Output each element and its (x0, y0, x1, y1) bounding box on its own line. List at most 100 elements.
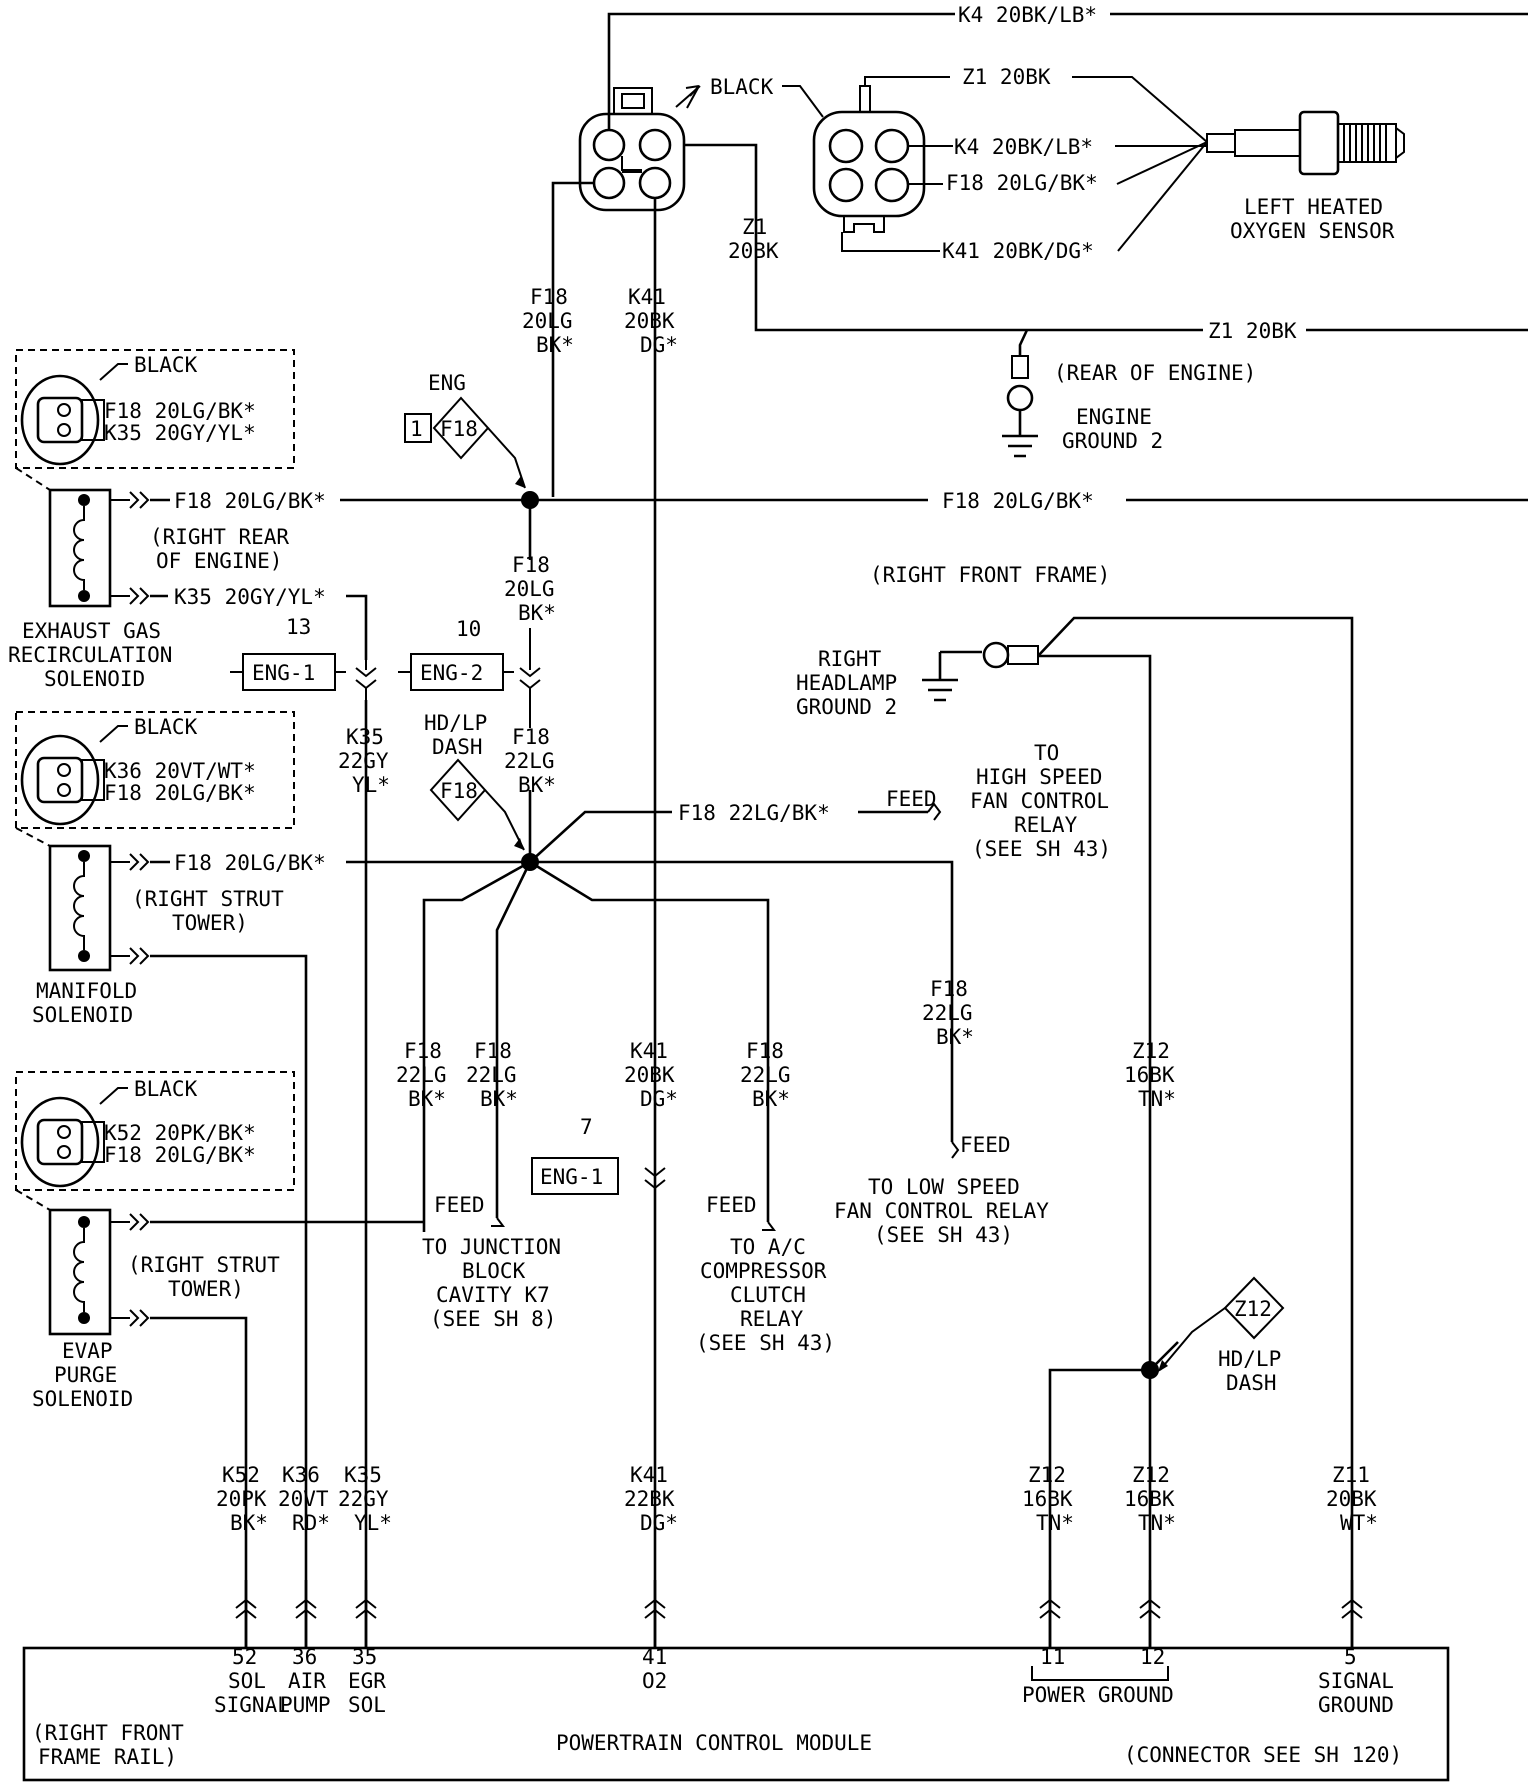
low-label-1: TO LOW SPEED (868, 1175, 1020, 1199)
f18-a-3: BK* (408, 1087, 446, 1111)
pin-5: 5 (1344, 1645, 1357, 1669)
pin-12: 12 (1140, 1645, 1165, 1669)
k41-vertical-3: DG* (640, 333, 678, 357)
f18-mid-1: F18 (512, 553, 550, 577)
k41-vertical-1: K41 (628, 285, 666, 309)
evap-pin1: K52 20PK/BK* (104, 1121, 256, 1145)
sensor-name-1: LEFT HEATED (1244, 195, 1383, 219)
pin-5-desc-2: GROUND (1318, 1693, 1394, 1717)
egr-black-label: BLACK (134, 353, 198, 377)
k52-label-1: K52 (222, 1463, 260, 1487)
k41-lower-2: 20BK (624, 1063, 675, 1087)
feed-label-jb: FEED (434, 1193, 485, 1217)
evap-loc-2: TOWER) (168, 1277, 244, 1301)
f18-pin-label: F18 20LG/BK* (946, 171, 1098, 195)
evap-name-2: PURGE (54, 1363, 117, 1387)
power-ground-label: POWER GROUND (1022, 1683, 1174, 1707)
eng1-connector-7 (531, 1157, 666, 1195)
z12b-label-2: 16BK (1124, 1487, 1175, 1511)
engine-ground-label-2: GROUND 2 (1062, 429, 1163, 453)
egr-connector-box (15, 349, 295, 469)
evap-name-3: SOLENOID (32, 1387, 133, 1411)
ac-label-2: COMPRESSOR (700, 1259, 827, 1283)
z12-label-3: TN* (1138, 1087, 1176, 1111)
hs-label-5: (SEE SH 43) (972, 837, 1111, 861)
k41-bottom-1: K41 (630, 1463, 668, 1487)
z12-hdlp-2: DASH (1226, 1371, 1277, 1395)
ac-label-5: (SEE SH 43) (696, 1331, 835, 1355)
jb-label-2: BLOCK (462, 1259, 526, 1283)
evap-connector-icon (20, 1087, 128, 1188)
f18-mid-3: BK* (518, 601, 556, 625)
f18-vertical-1: F18 (530, 285, 568, 309)
sensor-name-2: OXYGEN SENSOR (1230, 219, 1395, 243)
manifold-loc-1: (RIGHT STRUT (132, 887, 284, 911)
egr-f18-wire: F18 20LG/BK* (174, 489, 326, 513)
z1-vertical-2: 20BK (728, 239, 779, 263)
f18-mid-2: 20LG (504, 577, 555, 601)
k52-label-2: 20PK (216, 1487, 267, 1511)
connector-number-13: 13 (286, 615, 311, 639)
pin-11: 11 (1040, 1645, 1065, 1669)
pin-41: 41 (642, 1645, 667, 1669)
eng-label: ENG (428, 371, 466, 395)
headlamp-ground-icon (922, 616, 1354, 1648)
egr-loc-2: OF ENGINE) (156, 549, 282, 573)
z12b-label-1: Z12 (1132, 1463, 1170, 1487)
pcm-module-box (22, 1646, 1450, 1782)
black-label-1: BLACK (710, 75, 774, 99)
k41-lower-1: K41 (630, 1039, 668, 1063)
k41-bottom-2: 22BK (624, 1487, 675, 1511)
z1-right-label: Z1 20BK (1208, 319, 1297, 343)
f18-c-2: 22LG (740, 1063, 791, 1087)
hdlp-f18-diamond (429, 758, 525, 851)
z12-label-2: 16BK (1124, 1063, 1175, 1087)
manifold-connector-icon (20, 725, 128, 826)
k35-mid-3: YL* (352, 773, 390, 797)
evap-name-1: EVAP (62, 1339, 113, 1363)
f18-right-wire: F18 20LG/BK* (942, 489, 1094, 513)
z12b-label-3: TN* (1138, 1511, 1176, 1535)
eng2-connector-10 (398, 653, 514, 691)
right-front-frame-label: (RIGHT FRONT FRAME) (870, 563, 1110, 587)
oxygen-sensor-icon (1206, 110, 1405, 176)
pcm-loc-2: FRAME RAIL) (38, 1745, 177, 1769)
f18-b-lower-1: F18 (474, 1039, 512, 1063)
pcm-loc-1: (RIGHT FRONT (32, 1721, 184, 1745)
k35-bottom-1: K35 (344, 1463, 382, 1487)
pin-52: 52 (232, 1645, 257, 1669)
z1-vertical-1: Z1 (742, 215, 767, 239)
pin-5-desc-1: SIGNAL (1318, 1669, 1394, 1693)
pin-35-desc-2: SOL (348, 1693, 386, 1717)
manifold-solenoid-icon (48, 844, 112, 972)
jb-label-3: CAVITY K7 (436, 1283, 550, 1307)
headlamp-label-1: RIGHT (818, 647, 882, 671)
pcm-connector-note: (CONNECTOR SEE SH 120) (1124, 1743, 1402, 1767)
f18-d-2: 22LG (922, 1001, 973, 1025)
pin-52-desc-2: SIGNAL (214, 1693, 290, 1717)
z12a-label-1: Z12 (1028, 1463, 1066, 1487)
ac-label-1: TO A/C (730, 1235, 806, 1259)
k35-bottom-2: 22GY (338, 1487, 389, 1511)
manifold-pin1: K36 20VT/WT* (104, 759, 256, 783)
low-label-2: FAN CONTROL RELAY (834, 1199, 1049, 1223)
manifold-black-label: BLACK (134, 715, 198, 739)
connector-number-7: 7 (580, 1115, 593, 1139)
evap-solenoid-icon (48, 1208, 112, 1336)
egr-k35-wire: K35 20GY/YL* (174, 585, 326, 609)
k35-mid-1: K35 (346, 725, 384, 749)
engine-ground-icon (1002, 329, 1038, 458)
k36-label-1: K36 (282, 1463, 320, 1487)
eng2-label: ENG-2 (420, 661, 483, 685)
eng1-connector-13 (230, 653, 346, 691)
pin-35: 35 (352, 1645, 377, 1669)
z12a-label-3: TN* (1036, 1511, 1074, 1535)
k4-pin-label: K4 20BK/LB* (954, 135, 1093, 159)
f18-a-1: F18 (404, 1039, 442, 1063)
jb-label-4: (SEE SH 8) (430, 1307, 556, 1331)
low-label-3: (SEE SH 43) (874, 1223, 1013, 1247)
pcm-name: POWERTRAIN CONTROL MODULE (556, 1731, 872, 1755)
hs-label-2: HIGH SPEED (976, 765, 1102, 789)
manifold-name-1: MANIFOLD (36, 979, 137, 1003)
fan-wire-label: F18 22LG/BK* (678, 801, 830, 825)
